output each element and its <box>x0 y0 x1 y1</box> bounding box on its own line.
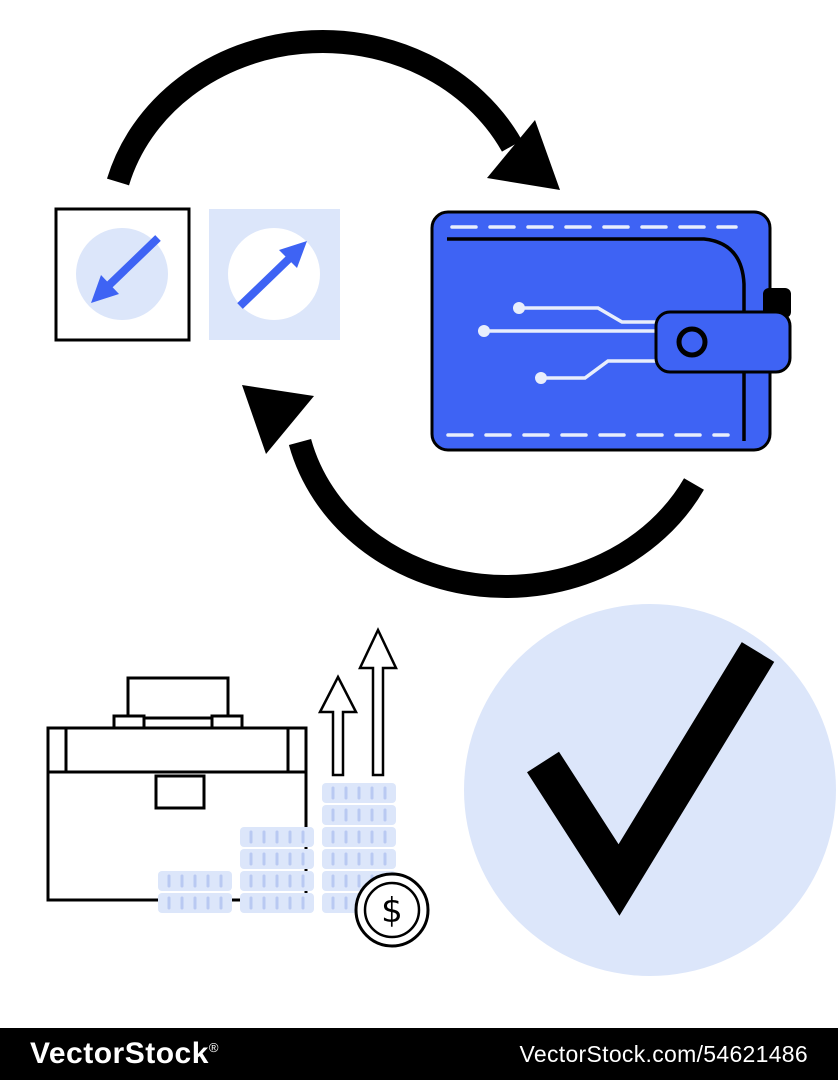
circuit-traces-icon <box>478 302 662 384</box>
coin <box>320 803 398 827</box>
briefcase-handle <box>126 676 230 720</box>
cycle-arrow-top-head <box>487 120 560 190</box>
expand-arrow-box <box>209 209 340 340</box>
digital-wallet-icon <box>430 210 792 452</box>
watermark-footer: VectorStock® VectorStock.com/54621486 <box>0 1028 838 1080</box>
dollar-coin-outer <box>354 872 430 948</box>
growth-arrow-small-icon <box>317 674 359 777</box>
dollar-coin-icon: $ <box>354 872 430 948</box>
growth-arrow-tall-icon <box>358 627 398 777</box>
coin <box>238 847 316 871</box>
wallet-clasp-button <box>676 326 708 358</box>
wallet-clasp <box>654 310 792 374</box>
coin <box>320 825 398 849</box>
coin <box>238 825 316 849</box>
arrow-up-right-icon <box>237 241 307 309</box>
coin <box>156 891 234 915</box>
brand-name: VectorStock <box>30 1037 209 1070</box>
checkmark <box>527 642 775 916</box>
registered-trademark-symbol: ® <box>208 1040 220 1055</box>
watermark-url: VectorStock.com/54621486 <box>519 1040 808 1067</box>
coin <box>320 847 398 871</box>
briefcase-lock <box>154 774 206 810</box>
checkmark-background-circle <box>464 604 836 976</box>
briefcase-handle-foot-right <box>210 714 244 730</box>
cycle-arrow-top-arc <box>106 30 523 186</box>
coin <box>238 869 316 893</box>
cycle-arrow-bottom-arc <box>288 438 704 598</box>
coin <box>320 781 398 805</box>
coin <box>238 891 316 915</box>
checkmark-circle-icon <box>464 604 836 976</box>
coin <box>156 869 234 893</box>
dollar-sign: $ <box>381 891 403 931</box>
vectorstock-logo-text: VectorStock® <box>30 1037 219 1071</box>
cycle-arrow-bottom-icon <box>242 385 704 598</box>
dollar-coin-inner <box>363 881 421 939</box>
wallet-fold-line <box>447 237 746 441</box>
cycle-arrow-bottom-head <box>242 385 314 454</box>
briefcase-handle-foot-left <box>112 714 146 730</box>
cycle-arrow-top-icon <box>106 30 560 190</box>
arrow-down-left-icon <box>91 235 161 303</box>
shrink-arrow-box <box>54 207 191 342</box>
illustration-canvas: $ <box>46 30 836 976</box>
